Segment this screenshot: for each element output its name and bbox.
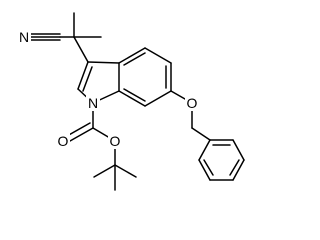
bond-c6-c7 bbox=[144, 90, 172, 107]
label-mask bbox=[86, 95, 100, 111]
bond-tbu-methyl-left bbox=[93, 164, 116, 178]
bond-tbu-methyl-right bbox=[114, 164, 137, 178]
bond-c7-c7a bbox=[118, 90, 146, 107]
indole-nitrogen-label: N bbox=[88, 95, 98, 111]
bond-c4-c5 bbox=[144, 47, 172, 64]
nitrile-nitrogen-label: N bbox=[19, 29, 29, 45]
bond-ch2-phenyl bbox=[191, 127, 211, 141]
label-mask bbox=[17, 29, 31, 45]
chemical-structure-diagram: N N O O O bbox=[17, 12, 245, 191]
label-mask bbox=[108, 133, 122, 149]
bond-c7-c7a-double bbox=[123, 88, 146, 102]
bond-ph-2 bbox=[232, 139, 245, 161]
ether-oxygen-label: O bbox=[187, 95, 198, 111]
bond-c3a-c4 bbox=[118, 47, 146, 64]
label-mask bbox=[185, 95, 199, 111]
bond-ph-5 bbox=[198, 159, 211, 181]
atom-labels: N N O O O bbox=[17, 29, 199, 149]
bond-carbonyl-o-double-2 bbox=[66, 122, 91, 137]
bond-c3a-c4-double bbox=[123, 52, 146, 66]
label-mask bbox=[56, 133, 70, 149]
bond-c3a-c3 bbox=[87, 61, 120, 64]
carbonyl-oxygen-label: O bbox=[58, 133, 69, 149]
bond-ph-double-3 bbox=[203, 159, 214, 176]
bond-ph-3 bbox=[232, 159, 245, 181]
bonds bbox=[29, 12, 245, 191]
bond-ph-double-2 bbox=[229, 159, 240, 176]
bond-c3-c2 bbox=[77, 61, 89, 90]
bond-c3-c2-double bbox=[82, 66, 93, 92]
bond-quaternary-c3 bbox=[73, 36, 89, 63]
bond-ph-6 bbox=[198, 139, 211, 161]
ester-oxygen-label: O bbox=[110, 133, 121, 149]
bond-carbonyl-o-double-1 bbox=[69, 127, 94, 142]
